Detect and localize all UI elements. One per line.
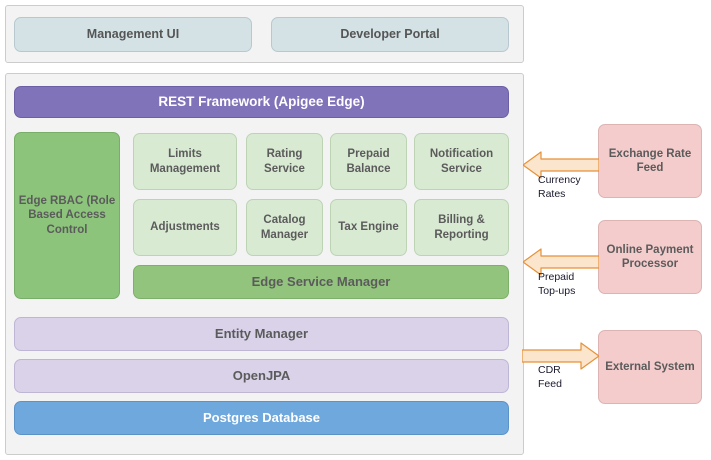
edge-rbac-box[interactable]: Edge RBAC (Role Based Access Control bbox=[14, 132, 120, 299]
service-tile-notification-service[interactable]: Notification Service bbox=[414, 133, 509, 190]
service-tile-rating-service[interactable]: Rating Service bbox=[246, 133, 323, 190]
external-system-box[interactable]: External System bbox=[598, 330, 702, 404]
service-tile-billing-and-reporting[interactable]: Billing & Reporting bbox=[414, 199, 509, 256]
edge-service-manager-bar[interactable]: Edge Service Manager bbox=[133, 265, 509, 299]
entity-manager-bar[interactable]: Entity Manager bbox=[14, 317, 509, 351]
openjpa-bar[interactable]: OpenJPA bbox=[14, 359, 509, 393]
service-tile-prepaid-balance[interactable]: Prepaid Balance bbox=[330, 133, 407, 190]
service-tile-tax-engine[interactable]: Tax Engine bbox=[330, 199, 407, 256]
external-exchange-rate-feed[interactable]: Exchange Rate Feed bbox=[598, 124, 702, 198]
service-tile-catalog-manager[interactable]: Catalog Manager bbox=[246, 199, 323, 256]
arrow-left-prepaid-topups bbox=[523, 247, 599, 277]
management-ui-box[interactable]: Management UI bbox=[14, 17, 252, 52]
rest-framework-bar[interactable]: REST Framework (Apigee Edge) bbox=[14, 86, 509, 118]
external-online-payment-processor[interactable]: Online Payment Processor bbox=[598, 220, 702, 294]
service-tile-adjustments[interactable]: Adjustments bbox=[133, 199, 237, 256]
flow-label-currency-rates: Currency Rates bbox=[538, 174, 581, 200]
developer-portal-box[interactable]: Developer Portal bbox=[271, 17, 509, 52]
service-tile-limits-management[interactable]: Limits Management bbox=[133, 133, 237, 190]
arrow-right-cdr-feed bbox=[522, 341, 599, 371]
postgres-database-bar[interactable]: Postgres Database bbox=[14, 401, 509, 435]
flow-label-prepaid-topups: Prepaid Top-ups bbox=[538, 271, 576, 297]
arrow-left-currency-rates bbox=[523, 150, 599, 180]
flow-label-cdr-feed: CDR Feed bbox=[538, 364, 562, 390]
